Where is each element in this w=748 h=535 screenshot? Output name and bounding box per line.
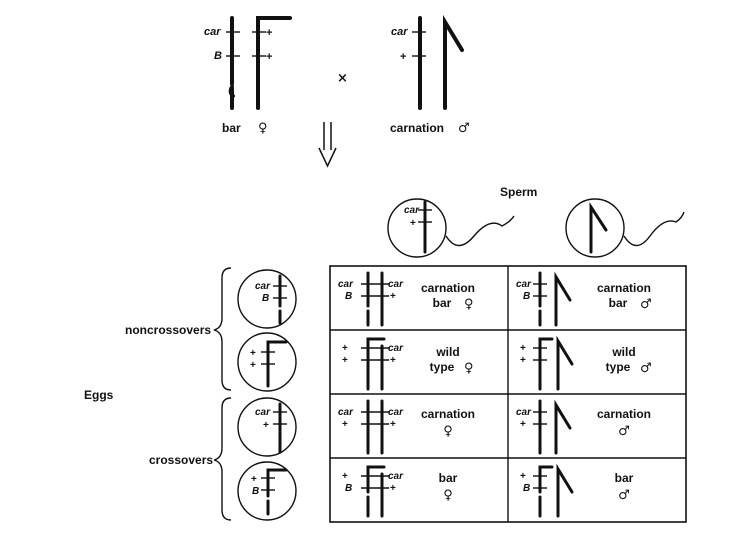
egg-1-b: B — [262, 293, 269, 304]
cell-5-phenotype-line1: carnation — [421, 407, 475, 421]
cell-5-right-mark-1: car — [388, 407, 404, 418]
cell-4-sex-symbol: ♂ — [640, 361, 652, 376]
crossovers-label: crossovers — [149, 453, 213, 467]
bar-bend — [228, 85, 235, 98]
cell-3-chromosomes — [361, 337, 389, 391]
cell-1-phenotype-line2: bar — [433, 296, 452, 310]
cell-3-right-mark-1: car — [388, 343, 404, 354]
sperm-title: Sperm — [500, 185, 537, 199]
cell-5-left-mark-2: + — [342, 419, 348, 430]
cell-1-chromosomes — [361, 271, 389, 327]
cell-4-phenotype-line1: wild — [611, 345, 635, 359]
cell-6-left-mark-2: + — [520, 419, 526, 430]
male-parent: car + carnation ♂ — [390, 14, 470, 136]
female-parent: car B + + bar ♀ — [204, 16, 292, 136]
cell-4-left-mark-2: + — [520, 355, 526, 366]
cell-3-phenotype-line2: type — [430, 360, 455, 374]
down-arrow-icon — [318, 122, 337, 168]
cell-2-sex-symbol: ♂ — [640, 297, 652, 312]
egg-1-car: car — [255, 281, 271, 292]
cell-7-right-mark-2: + — [390, 483, 396, 494]
cell-7-left-mark-2: B — [345, 483, 352, 494]
cell-7-right-mark-1: car — [388, 471, 404, 482]
egg-1: car B — [237, 269, 297, 329]
noncrossovers-label: noncrossovers — [125, 323, 211, 337]
crossovers-brace — [213, 397, 232, 521]
female-x-chromosome-2 — [256, 16, 292, 110]
male-y-chromosome — [443, 14, 464, 110]
egg-3-plus: + — [263, 420, 269, 431]
cell-2-chromosomes — [533, 271, 572, 327]
sperm-2-tail — [623, 211, 685, 247]
female-plus-2: + — [266, 51, 272, 63]
female-car-label: car — [204, 26, 221, 38]
cell-7-phenotype-line1: bar — [439, 471, 458, 485]
cell-2-phenotype-line1: carnation — [597, 281, 651, 295]
noncrossovers-brace — [213, 267, 232, 391]
sperm-2 — [565, 198, 685, 258]
female-parent-label: bar — [222, 121, 241, 135]
female-b-label: B — [214, 50, 222, 62]
cell-8-phenotype-line1: bar — [615, 471, 634, 485]
cell-5-sex-symbol: ♀ — [443, 424, 453, 439]
female-plus-1: + — [266, 27, 272, 39]
cell-6-sex-symbol: ♂ — [618, 424, 630, 439]
cell-5-left-mark-1: car — [338, 407, 354, 418]
egg-4-b: B — [252, 486, 259, 497]
sperm-1-car: car — [404, 205, 420, 216]
cell-2-left-mark-1: car — [516, 279, 532, 290]
cell-7-left-mark-1: + — [342, 471, 348, 482]
male-plus-label: + — [400, 51, 406, 63]
cell-6-phenotype-line1: carnation — [597, 407, 651, 421]
eggs-title: Eggs — [84, 388, 114, 402]
cell-4-chromosomes — [533, 335, 574, 391]
sperm-2-head — [565, 198, 625, 258]
egg-4-plus: + — [251, 474, 257, 485]
egg-2-plus-1: + — [250, 348, 256, 359]
cell-7-sex-symbol: ♀ — [443, 488, 453, 503]
egg-4: + B — [237, 461, 297, 521]
cell-8-chromosomes — [533, 463, 574, 518]
male-symbol: ♂ — [458, 121, 470, 136]
egg-3-car: car — [255, 407, 271, 418]
punnett-grid — [329, 265, 687, 523]
cell-6-left-mark-1: car — [516, 407, 532, 418]
male-parent-label: carnation — [390, 121, 444, 135]
male-car-label: car — [391, 26, 408, 38]
cell-1-phenotype-line1: carnation — [421, 281, 475, 295]
sperm-1-head — [387, 198, 447, 258]
cell-1-left-mark-2: B — [345, 291, 352, 302]
cell-4-phenotype-line2: type — [606, 360, 631, 374]
cell-7-chromosomes — [361, 465, 389, 518]
cell-3-left-mark-1: + — [342, 343, 348, 354]
cell-6-chromosomes — [533, 399, 572, 455]
cell-1-right-mark-1: car — [388, 279, 404, 290]
cell-labels: carBcar+carnationbar♀carBcarnationbar♂++… — [338, 279, 652, 503]
cell-8-left-mark-1: + — [520, 471, 526, 482]
egg-3: car + — [237, 397, 297, 457]
cell-5-chromosomes — [361, 399, 389, 455]
cross-symbol: × — [337, 71, 348, 86]
cell-1-sex-symbol: ♀ — [464, 297, 474, 312]
cell-3-left-mark-2: + — [342, 355, 348, 366]
sperm-2-y-chromosome — [589, 201, 608, 254]
cell-2-phenotype-line2: bar — [609, 296, 628, 310]
sperm-1-tail — [445, 215, 515, 247]
cell-5-right-mark-2: + — [390, 419, 396, 430]
cell-3-phenotype-line1: wild — [435, 345, 459, 359]
egg-2-plus-2: + — [250, 360, 256, 371]
cell-8-sex-symbol: ♂ — [618, 488, 630, 503]
cell-4-left-mark-1: + — [520, 343, 526, 354]
cell-1-left-mark-1: car — [338, 279, 354, 290]
female-symbol: ♀ — [258, 121, 268, 136]
sperm-1-plus: + — [410, 218, 416, 229]
sperm-1: car + — [387, 198, 515, 258]
cell-1-right-mark-2: + — [390, 291, 396, 302]
cell-2-left-mark-2: B — [523, 291, 530, 302]
cell-3-sex-symbol: ♀ — [464, 361, 474, 376]
egg-2: + + — [237, 332, 297, 392]
cell-3-right-mark-2: + — [390, 355, 396, 366]
cell-8-left-mark-2: B — [523, 483, 530, 494]
